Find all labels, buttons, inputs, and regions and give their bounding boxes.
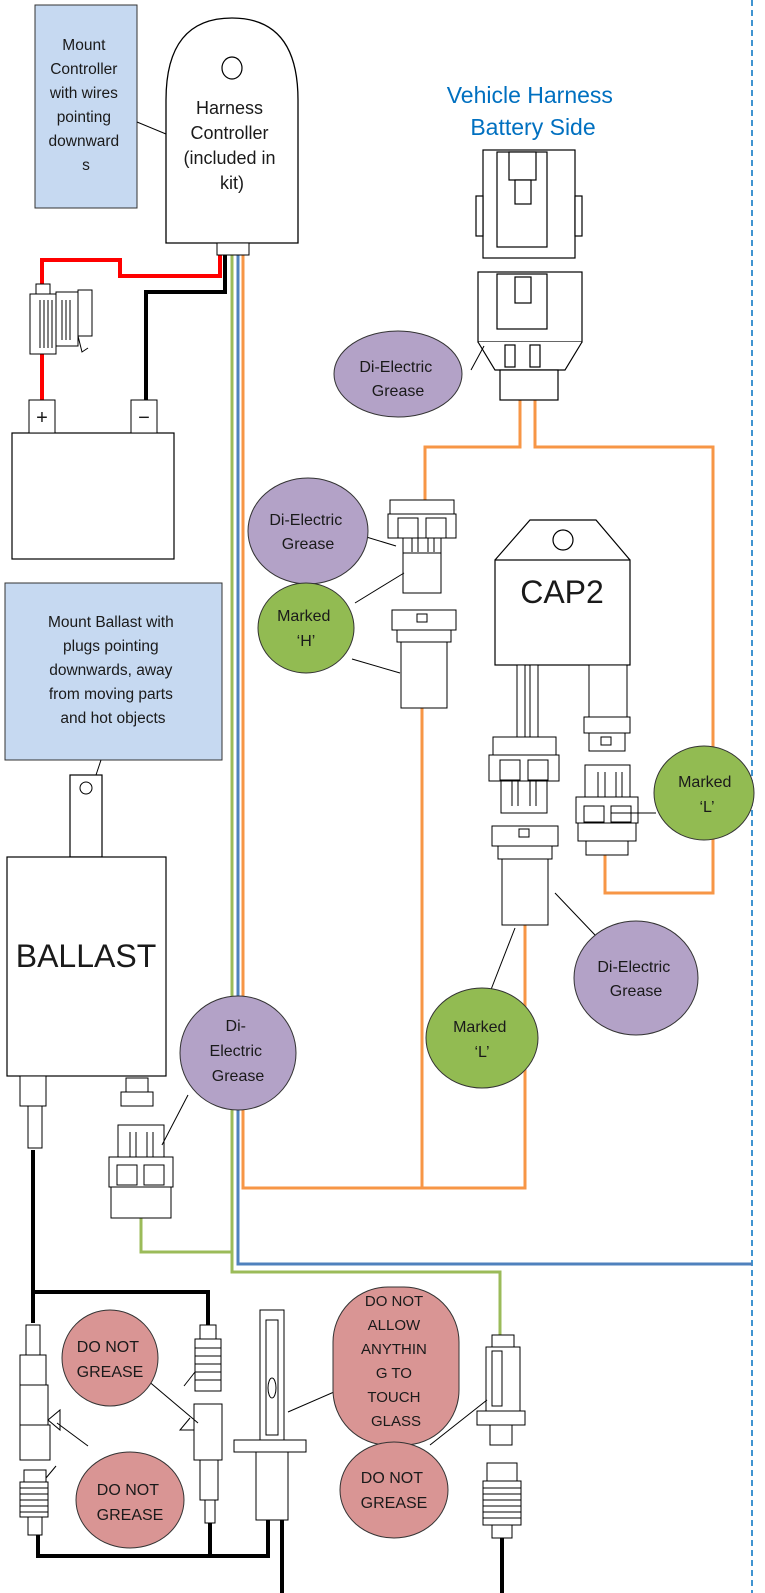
svg-text:Di-Electric Grease: Di-Electric Grease <box>597 959 674 1000</box>
battery-positive-terminal <box>28 399 56 434</box>
vehicle-harness-socket <box>477 271 583 401</box>
svg-text:DO NOT GREASE: DO NOT GREASE <box>77 1339 144 1381</box>
note-controller-line: s <box>82 157 90 174</box>
note-leader <box>95 759 102 776</box>
battery-negative-terminal <box>130 399 158 434</box>
mount-hole-icon <box>221 56 243 80</box>
svg-text:Marked ‘L’: Marked ‘L’ <box>678 774 736 816</box>
note-controller-line: downward <box>49 133 120 150</box>
note-controller-line: with wires <box>49 85 118 102</box>
h-connector-female <box>387 499 457 594</box>
marked-h-callout: Marked ‘H’ <box>257 582 355 674</box>
bulb-plug-left <box>19 1324 61 1461</box>
mount-hole-icon <box>552 529 574 551</box>
bulb-coil-left <box>19 1465 57 1536</box>
note-controller-line: Controller <box>50 61 117 78</box>
harness-controller: Harness Controller (included in kit) <box>165 17 299 256</box>
note-ballast-line: from moving parts <box>49 686 173 703</box>
cap2-connector-right <box>575 764 639 856</box>
svg-text:DO NOT GREASE: DO NOT GREASE <box>361 1470 428 1512</box>
note-mount-controller: Mount Controller with wires pointing dow… <box>34 4 138 209</box>
svg-text:DO NOT ALLOW ANYTH: DO NOT ALLOW ANYTHIN G TO TOUCH GLASS <box>361 1293 431 1430</box>
bulb-plug-mid <box>178 1403 223 1524</box>
note-leader <box>136 121 167 135</box>
cap2-male-plug-right <box>583 716 631 752</box>
note-ballast-line: downwards, away <box>49 662 172 679</box>
controller-label-line: kit) <box>220 173 244 193</box>
cap2-module: CAP2 <box>494 519 631 738</box>
cap2-male-plug-lower <box>491 825 559 926</box>
warning-do-not-grease-2: DO NOT GREASE <box>75 1451 185 1549</box>
controller-label-line: (included in <box>183 148 275 168</box>
vehicle-harness-label: Vehicle Harness Battery Side <box>447 82 620 140</box>
grease-callout-harness: Di-Electric Grease <box>333 330 463 418</box>
marked-l-callout-lower: Marked ‘L’ <box>425 987 539 1089</box>
battery-plus-sign: + <box>36 407 48 429</box>
note-controller-line: Mount <box>62 37 106 54</box>
controller-label-line: Controller <box>190 123 268 143</box>
leader-lines <box>56 345 656 1447</box>
note-ballast-line: and hot objects <box>60 710 165 727</box>
right-female-connector <box>482 1462 522 1539</box>
wires <box>31 255 752 1593</box>
grease-callout-ballast: Di- Electric Grease <box>179 995 297 1111</box>
svg-text:DO NOT GREASE: DO NOT GREASE <box>97 1482 164 1524</box>
svg-text:Di-Electric Grease: Di-Electric Grease <box>359 359 436 400</box>
cap2-label: CAP2 <box>520 574 604 610</box>
note-ballast-line: Mount Ballast with <box>48 614 174 631</box>
red-wire <box>40 255 222 292</box>
mount-hole-icon <box>79 781 93 795</box>
black-wire-bottom <box>36 1520 270 1558</box>
svg-text:Marked ‘H’: Marked ‘H’ <box>277 608 335 650</box>
warning-do-not-touch-glass: DO NOT ALLOW ANYTHIN G TO TOUCH GLASS <box>332 1286 460 1446</box>
cap2-connector-left <box>488 736 560 814</box>
blue-wire <box>236 255 752 1266</box>
controller-connector <box>216 242 250 256</box>
svg-text:Marked ‘L’: Marked ‘L’ <box>453 1019 511 1061</box>
marked-l-callout-right: Marked ‘L’ <box>653 745 755 841</box>
svg-text:Mount Ballast with plugs: Mount Ballast with plugs pointing downwa… <box>48 614 178 727</box>
note-controller-line: pointing <box>57 109 111 126</box>
bulb-coil-mid <box>183 1324 222 1392</box>
battery: + − <box>11 399 175 560</box>
right-male-plug <box>476 1334 526 1446</box>
fuse-holder-icon <box>29 283 93 355</box>
controller-label-line: Harness <box>196 98 263 118</box>
grease-callout-h: Di-Electric Grease <box>247 477 369 585</box>
vehicle-harness-plug <box>475 149 583 259</box>
h-male-plug <box>391 609 457 709</box>
black-wire-ballast <box>31 1150 210 1325</box>
green-wire <box>230 255 502 1335</box>
svg-text:Mount Controller w: Mount Controller with wires pointing dow… <box>49 37 124 174</box>
green-wire-ballast <box>139 1218 232 1254</box>
black-wire <box>144 255 227 402</box>
note-ballast-line: plugs pointing <box>63 638 159 655</box>
orange-wire-harness-right <box>533 400 715 895</box>
battery-minus-sign: − <box>138 407 150 429</box>
orange-wire-harness-left <box>423 400 522 500</box>
note-mount-ballast: Mount Ballast with plugs pointing downwa… <box>4 582 223 761</box>
warning-do-not-grease-3: DO NOT GREASE <box>339 1441 449 1539</box>
warning-do-not-grease-1: DO NOT GREASE <box>61 1309 159 1407</box>
svg-text:Di- Electric Greas: Di- Electric Grease <box>210 1018 267 1085</box>
hid-bulb <box>233 1309 307 1521</box>
svg-text:Di-Electric Grease: Di-Electric Grease <box>269 512 346 553</box>
svg-text:Harness Controller: Harness Controller (included in kit) <box>183 98 280 193</box>
grease-callout-cap2: Di-Electric Grease <box>573 920 699 1036</box>
ballast-label: BALLAST <box>16 938 157 974</box>
ballast: BALLAST <box>6 774 167 1149</box>
ballast-connector <box>108 1124 174 1219</box>
